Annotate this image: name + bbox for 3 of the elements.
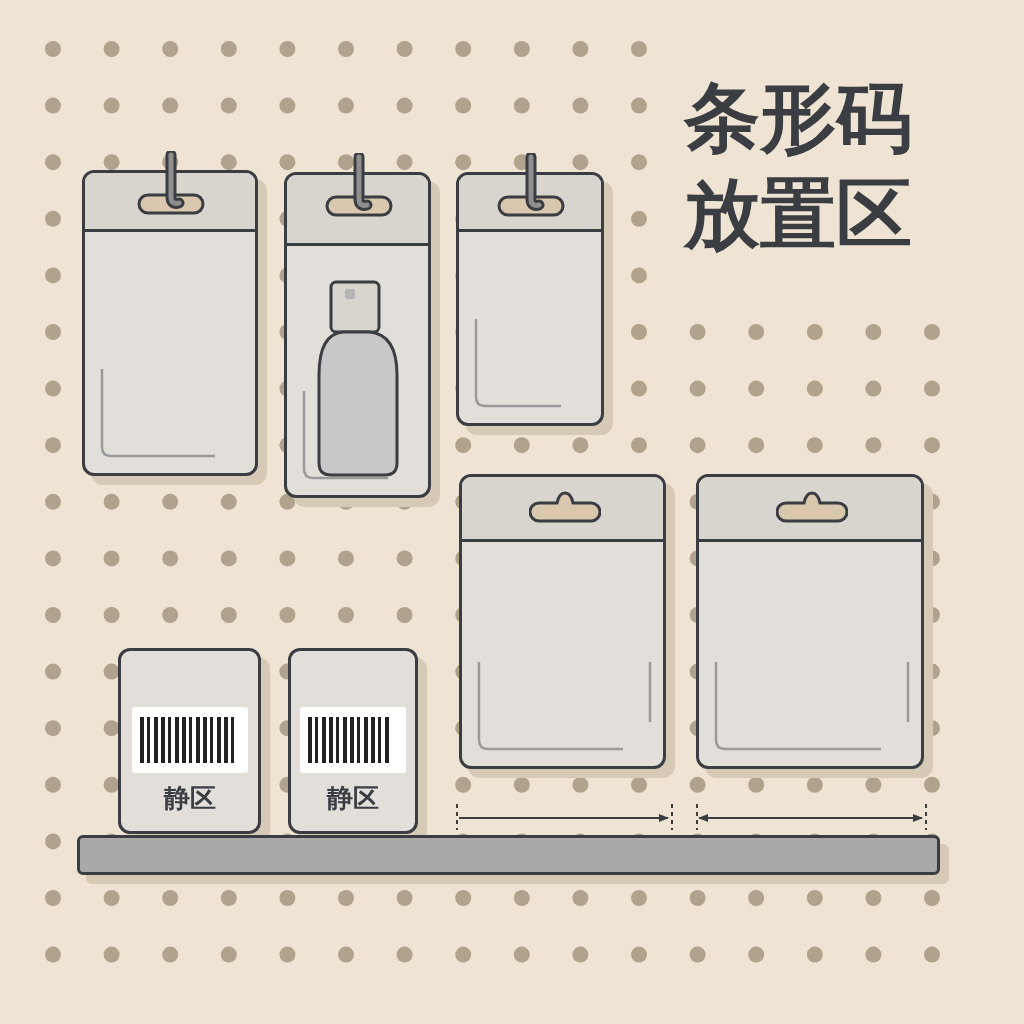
quiet-zone-label: 静区 xyxy=(327,782,379,815)
quiet-zone-label: 静区 xyxy=(163,782,216,815)
title: 条形码放置区 xyxy=(684,72,913,260)
